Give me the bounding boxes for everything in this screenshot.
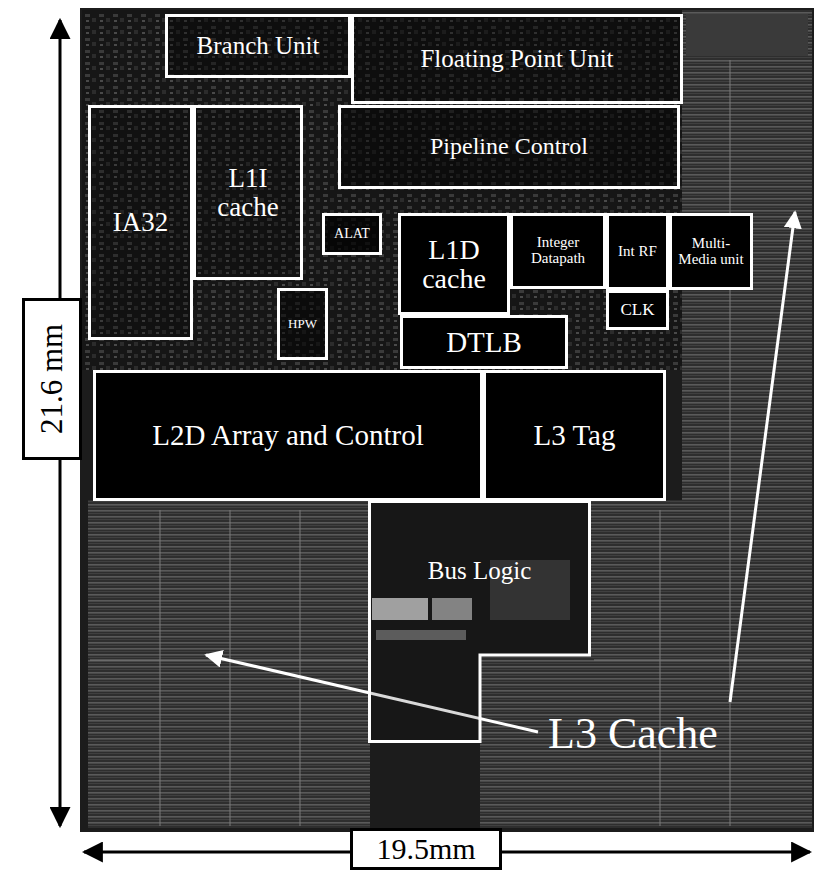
region-label: IA32 bbox=[113, 208, 169, 236]
dimension-label: 19.5mm bbox=[376, 833, 475, 865]
region-label: L3 Tag bbox=[533, 420, 615, 450]
region-label: DTLB bbox=[446, 327, 522, 357]
multimedia-unit-region: Multi-Media unit bbox=[669, 213, 753, 290]
region-label: L1D cache bbox=[403, 235, 505, 294]
bus-logic-outline bbox=[368, 500, 591, 743]
l1i-cache-region: L1I cache bbox=[193, 105, 303, 280]
region-label: Branch Unit bbox=[197, 33, 320, 59]
region-label: L2D Array and Control bbox=[152, 420, 423, 450]
region-label: L1I cache bbox=[198, 164, 298, 221]
height-dimension: 21.6 mm bbox=[22, 298, 82, 460]
region-label: Integer Datapath bbox=[515, 235, 601, 267]
dtlb-region: DTLB bbox=[400, 315, 568, 369]
l1d-cache-region: L1D cache bbox=[398, 213, 510, 315]
region-label: Multi-Media unit bbox=[674, 236, 748, 268]
region-label: Floating Point Unit bbox=[420, 46, 613, 72]
region-label: Int RF bbox=[618, 244, 657, 260]
fpu-region: Floating Point Unit bbox=[351, 14, 683, 104]
region-label: ALAT bbox=[334, 227, 370, 242]
integer-datapath-region: Integer Datapath bbox=[510, 213, 606, 289]
ia32-region: IA32 bbox=[88, 105, 193, 340]
l2d-region: L2D Array and Control bbox=[93, 370, 483, 501]
alat-region: ALAT bbox=[322, 213, 382, 255]
region-label: CLK bbox=[621, 301, 655, 319]
region-label: HPW bbox=[288, 317, 317, 331]
l3-tag-region: L3 Tag bbox=[483, 370, 666, 501]
region-callout: L3 Cache bbox=[548, 708, 718, 759]
branch-unit-region: Branch Unit bbox=[165, 14, 351, 78]
region-label: Pipeline Control bbox=[430, 134, 588, 159]
clk-region: CLK bbox=[606, 290, 669, 330]
int-rf-region: Int RF bbox=[606, 213, 669, 290]
dimension-label: 21.6 mm bbox=[36, 324, 69, 434]
width-dimension: 19.5mm bbox=[350, 828, 502, 870]
hpw-region: HPW bbox=[277, 288, 328, 360]
bus-logic-region: Bus Logic bbox=[368, 500, 591, 743]
pipeline-control-region: Pipeline Control bbox=[338, 105, 680, 189]
region-label: Bus Logic bbox=[428, 558, 531, 584]
